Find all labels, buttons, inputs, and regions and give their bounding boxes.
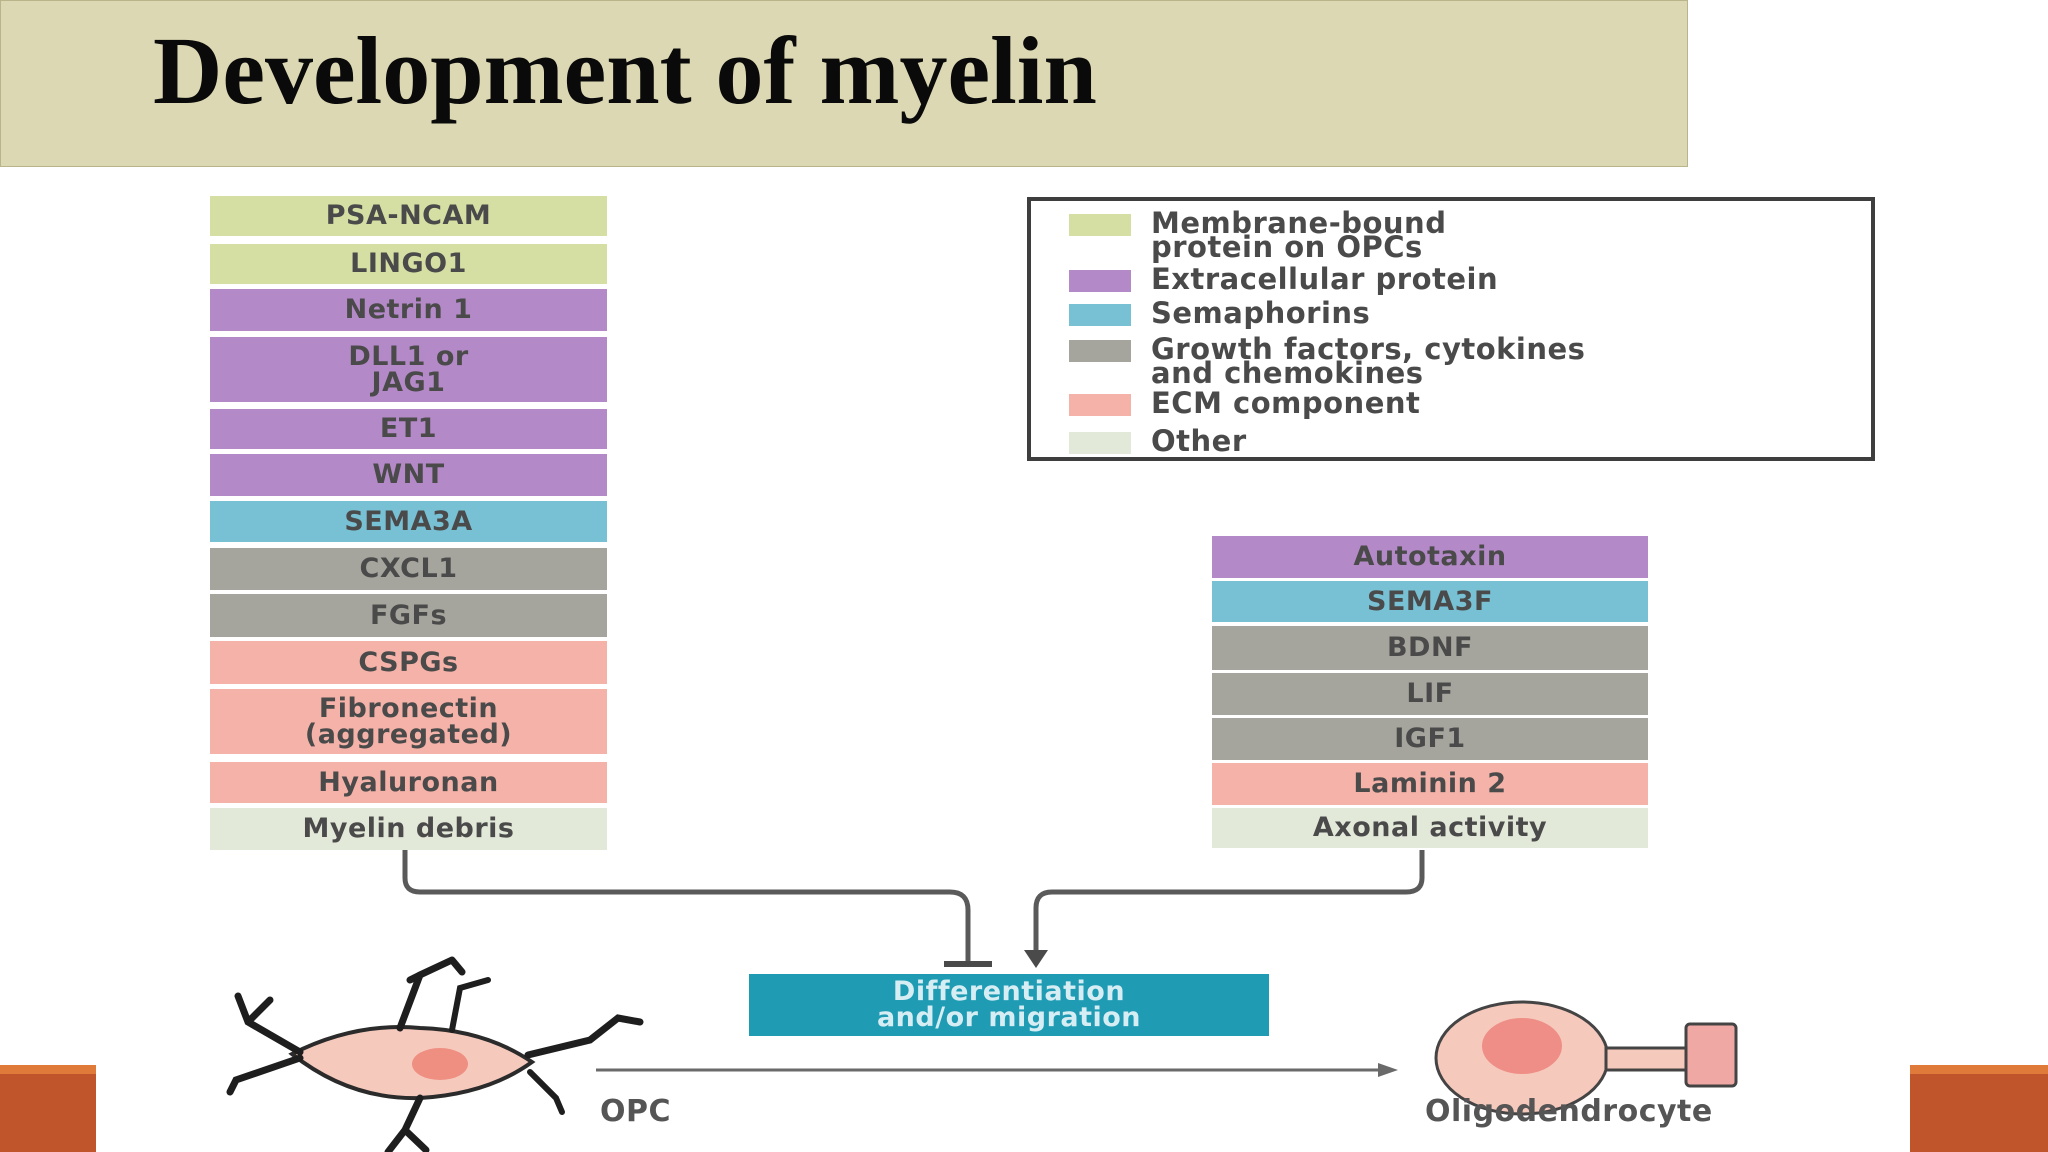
accent-bar-left [0, 1065, 96, 1152]
inhibitor-box: LINGO1 [210, 244, 607, 284]
legend-label: ECM component [1151, 386, 1421, 420]
oligodendrocyte-cell [1434, 1000, 1738, 1116]
promoter-box: Autotaxin [1212, 536, 1648, 578]
inhibitor-box: SEMA3A [210, 501, 607, 542]
accent-bar-right [1910, 1065, 2048, 1152]
maturation-arrowhead [1378, 1063, 1398, 1077]
legend-item: Other [1069, 424, 1247, 458]
legend-label: Growth factors, cytokines and chemokines [1151, 332, 1586, 390]
inhibitor-box: WNT [210, 454, 607, 496]
legend-item: Growth factors, cytokines and chemokines [1069, 332, 1586, 390]
legend-swatch [1069, 214, 1131, 236]
opc-cell [226, 956, 644, 1152]
promoter-box: BDNF [1212, 626, 1648, 670]
legend-swatch [1069, 270, 1131, 292]
legend-item: ECM component [1069, 386, 1421, 420]
inhibitor-box: ET1 [210, 409, 607, 449]
promote-arrowhead [1024, 950, 1048, 968]
promoter-box: Laminin 2 [1212, 763, 1648, 805]
legend-swatch [1069, 394, 1131, 416]
legend-item: Extracellular protein [1069, 262, 1499, 296]
inhibitor-box: DLL1 or JAG1 [210, 337, 607, 402]
promoter-box: Axonal activity [1212, 808, 1648, 848]
inhibit-connector [402, 850, 971, 962]
legend-label: Semaphorins [1151, 296, 1371, 330]
promote-connector [1033, 850, 1425, 952]
oligodendrocyte-label: Oligodendrocyte [1425, 1094, 1713, 1129]
legend-item: Membrane-bound protein on OPCs [1069, 206, 1447, 264]
promoter-box: LIF [1212, 673, 1648, 715]
differentiation-migration-box: Differentiation and/or migration [749, 974, 1269, 1036]
legend-item: Semaphorins [1069, 296, 1371, 330]
inhibitor-box: Netrin 1 [210, 289, 607, 331]
legend-label: Other [1151, 424, 1247, 458]
legend-swatch [1069, 340, 1131, 362]
legend-swatch [1069, 304, 1131, 326]
inhibitor-box: Fibronectin (aggregated) [210, 689, 607, 754]
inhibitor-box: Myelin debris [210, 808, 607, 850]
inhibitor-box: CXCL1 [210, 548, 607, 590]
title-bar: Development of myelin [0, 0, 1688, 167]
inhibitor-box: Hyaluronan [210, 762, 607, 803]
promoter-box: IGF1 [1212, 718, 1648, 760]
legend-label: Extracellular protein [1151, 262, 1499, 296]
opc-label: OPC [600, 1094, 672, 1129]
inhibitor-box: CSPGs [210, 641, 607, 684]
promoter-box: SEMA3F [1212, 581, 1648, 622]
legend-label: Membrane-bound protein on OPCs [1151, 206, 1447, 264]
inhibitor-box: FGFs [210, 594, 607, 637]
inhibitor-box: PSA-NCAM [210, 196, 607, 236]
slide-title: Development of myelin [153, 17, 1097, 124]
legend-swatch [1069, 432, 1131, 454]
